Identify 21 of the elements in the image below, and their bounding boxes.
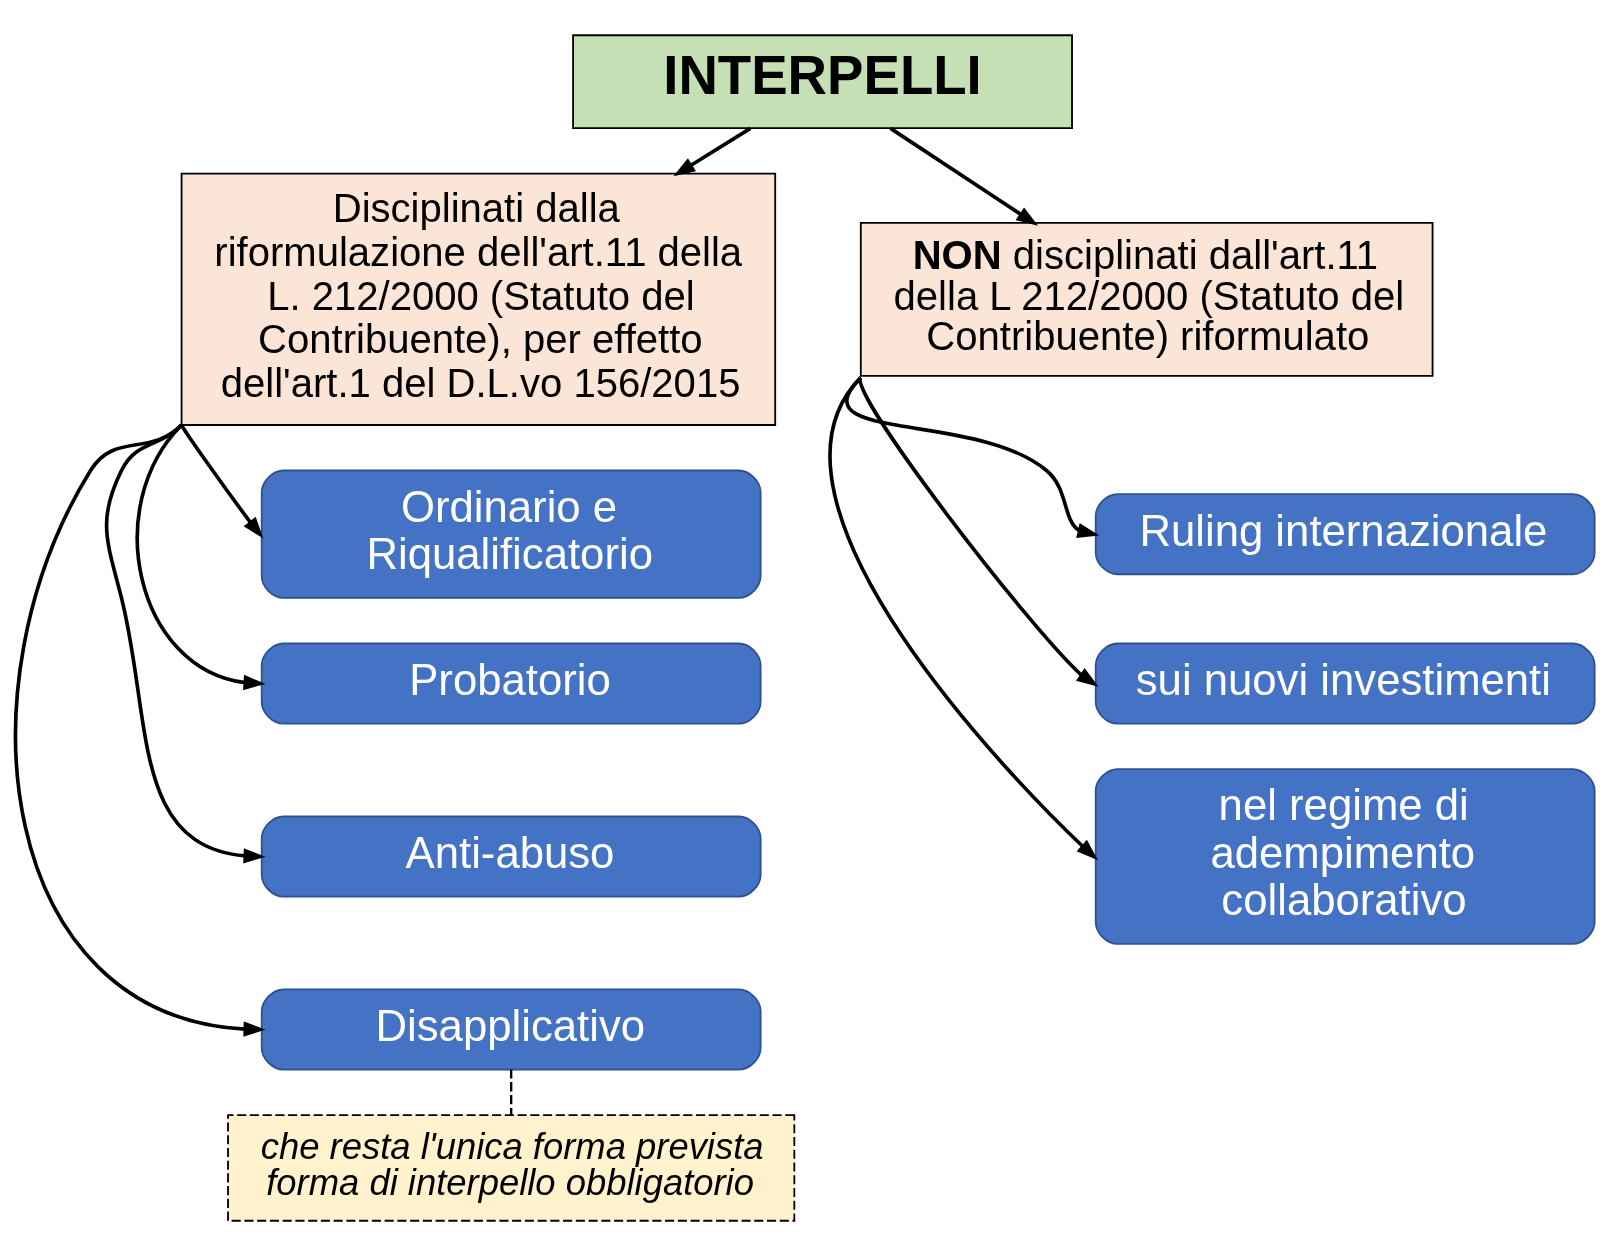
node-box: INTERPELLI: [572, 33, 1073, 129]
arrow: [135, 423, 266, 690]
arrow: [845, 376, 1100, 538]
node-box: NON disciplinati dall'art.11 della L 212/2000 (Statuto del Contribuente) riformulato: [859, 221, 1434, 377]
connector: [510, 1069, 513, 1115]
node-box: che resta l'unica forma prevista forma di interpello obbligatorio: [227, 1113, 796, 1222]
arrow: [858, 377, 1099, 687]
arrow: [889, 126, 1039, 226]
node-box: Ordinario e Riqualificatorio: [260, 469, 762, 599]
arrow: [673, 126, 752, 176]
node-box: Probatorio: [260, 642, 762, 724]
node-box: sui nuovi investimenti: [1094, 642, 1596, 724]
arrow: [828, 376, 1098, 860]
node-box: nel regime di adempimento collaborativo: [1094, 767, 1596, 945]
node-box: Disciplinati dalla riformulazione dell'art.11 della L. 212/2000 (Statuto del Contribuente), per effetto dell'art.1 del D.L.vo 156/2015: [180, 172, 777, 426]
arrow: [179, 423, 264, 538]
node-box: Disapplicativo: [260, 988, 762, 1070]
node-box: Anti-abuso: [260, 815, 762, 897]
arrow: [104, 423, 266, 863]
arrow: [14, 423, 266, 1037]
node-box: Ruling internazionale: [1094, 492, 1596, 575]
